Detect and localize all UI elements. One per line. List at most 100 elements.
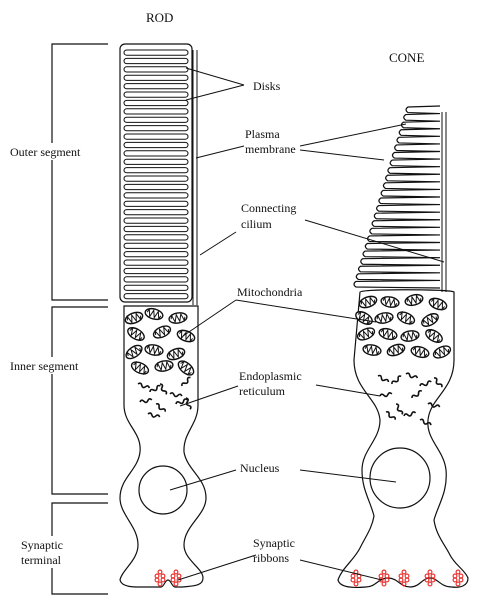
- cone-outer-segment: [354, 106, 440, 288]
- cone-er-fragment: [419, 419, 431, 427]
- rod-disk: [124, 159, 188, 164]
- plasma-membrane-label-line1: Plasma: [245, 127, 280, 141]
- rod-synaptic-ribbon: [155, 570, 165, 586]
- rod-disk: [124, 142, 188, 147]
- rod-mitochondrion: [166, 346, 186, 362]
- cone-title: CONE: [389, 50, 424, 65]
- cone-er-fragment: [411, 390, 423, 399]
- rod-endoplasmic-reticulum: [137, 376, 191, 418]
- cone-mitochondrion: [432, 344, 453, 361]
- rod-synaptic-ribbon: [171, 570, 181, 586]
- cone-er-fragment: [385, 411, 396, 421]
- cone-er-fragment: [419, 380, 431, 387]
- rod-er-fragment: [181, 376, 192, 387]
- cone-mitochondrion: [380, 296, 399, 309]
- rod-disk: [124, 210, 188, 215]
- cone-mitochondrion: [356, 326, 377, 343]
- endoplasmic-reticulum-label-line1: Endoplasmic: [239, 369, 302, 383]
- cone-synaptic-ribbons: [351, 570, 463, 586]
- rod-mitochondrion: [124, 310, 144, 326]
- cone-mitochondrion: [358, 294, 378, 310]
- cone-er-fragment: [433, 377, 443, 388]
- synaptic-terminal-label-line2: terminal: [21, 553, 62, 567]
- rod-er-fragment: [155, 403, 166, 413]
- synaptic-terminal-label-line1: Synaptic: [21, 538, 63, 552]
- rod-disk: [124, 151, 188, 156]
- cone-mitochondrion: [386, 342, 406, 358]
- segment-brackets: [52, 44, 108, 594]
- plasma-membrane-label-line2: membrane: [245, 142, 296, 156]
- cone-synaptic-ribbon: [453, 570, 463, 586]
- inner-segment-label: Inner segment: [10, 359, 79, 373]
- rod-disk: [124, 294, 188, 299]
- rod-mitochondrion: [126, 325, 147, 343]
- nucleus-label: Nucleus: [240, 461, 280, 475]
- rod-mitochondrion: [176, 358, 196, 377]
- rod-disks: [124, 50, 188, 299]
- endoplasmic-reticulum-label-line2: reticulum: [239, 384, 286, 398]
- synaptic-ribbons-label-line1: Synaptic: [253, 536, 295, 550]
- rod-disk: [124, 268, 188, 273]
- rod-disk: [124, 252, 188, 257]
- cone-nucleus: [370, 448, 430, 508]
- cone-er-fragment: [391, 375, 402, 385]
- rod-disk: [124, 75, 188, 80]
- rod-disk: [124, 218, 188, 223]
- connecting-cilium-label-line1: Connecting: [241, 201, 296, 215]
- cone-er-fragment: [405, 373, 417, 380]
- rod-mitochondrion: [154, 360, 173, 373]
- rod-disk: [124, 50, 188, 55]
- rod-disk: [124, 58, 188, 63]
- cone-mitochondria: [354, 293, 453, 360]
- rod-disk: [124, 84, 188, 89]
- rod-mitochondrion: [144, 344, 163, 357]
- rod-disk: [124, 193, 188, 198]
- cone-cell: [338, 106, 468, 587]
- rod-synaptic-ribbons: [155, 570, 181, 586]
- rod-disk: [124, 226, 188, 231]
- cone-mitochondrion: [396, 310, 417, 327]
- rod-er-fragment: [140, 398, 152, 403]
- rod-mitochondrion: [152, 324, 173, 341]
- rod-er-fragment: [148, 413, 160, 419]
- rod-nucleus: [139, 466, 187, 514]
- inner-segment-bracket: [52, 307, 108, 494]
- cone-endoplasmic-reticulum: [377, 373, 443, 427]
- rod-disk: [124, 67, 188, 72]
- cone-mitochondrion: [378, 327, 398, 341]
- rod-disk: [124, 168, 188, 173]
- rod-disk: [124, 126, 188, 131]
- cone-mitochondrion: [362, 344, 381, 357]
- cone-er-fragment: [377, 375, 389, 384]
- rod-mitochondria: [124, 307, 196, 378]
- cone-mitochondrion: [424, 327, 445, 345]
- rod-cell: [120, 44, 206, 587]
- rod-disk: [124, 285, 188, 290]
- cone-mitochondrion: [374, 312, 393, 325]
- rod-disk: [124, 201, 188, 206]
- rod-disk: [124, 176, 188, 181]
- rod-mitochondrion: [130, 360, 151, 377]
- rod-disk: [124, 243, 188, 248]
- cone-synaptic-ribbon: [379, 570, 389, 586]
- cone-er-fragment: [395, 403, 404, 415]
- rod-er-fragment: [137, 383, 149, 390]
- cone-mitochondrion: [420, 311, 441, 329]
- rod-disk: [124, 117, 188, 122]
- cone-mitochondrion: [400, 330, 419, 343]
- connecting-cilium-label-line2: cilium: [241, 217, 272, 231]
- rod-disk: [124, 277, 188, 282]
- rod-disk: [124, 134, 188, 139]
- rod-mitochondrion: [144, 307, 164, 321]
- rod-mitochondrion: [168, 312, 187, 325]
- rod-er-fragment: [149, 385, 161, 394]
- cone-mitochondrion: [428, 296, 448, 312]
- rod-mitochondrion: [176, 328, 196, 344]
- mitochondria-label: Mitochondria: [237, 285, 303, 299]
- cone-er-fragment: [380, 392, 392, 397]
- cone-er-fragment: [404, 411, 416, 417]
- synaptic-ribbons-label-line2: ribbons: [253, 551, 289, 565]
- outer-segment-bracket: [52, 44, 108, 300]
- cone-mitochondrion: [410, 345, 430, 359]
